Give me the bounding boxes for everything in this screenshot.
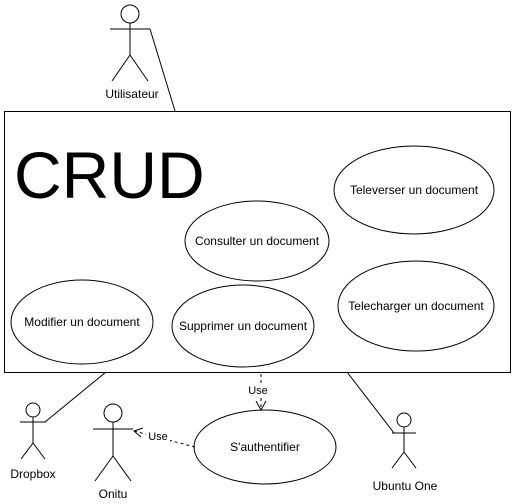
- use-case-televerser-label: Televerser un document: [350, 183, 479, 197]
- actor-utilisateur-label: Utilisateur: [105, 87, 158, 101]
- actor-utilisateur: [110, 4, 150, 82]
- dependency-onitu-label: Use: [148, 431, 168, 443]
- actor-onitu-label: Onitu: [99, 487, 128, 501]
- actor-dropbox-head: [25, 402, 41, 418]
- dependency-crud-label: Use: [248, 385, 268, 397]
- actor-onitu-head: [103, 403, 123, 423]
- association-ubuntu-one-crud: [346, 371, 395, 434]
- actor-utilisateur-head: [120, 4, 140, 24]
- association-dropbox-crud: [44, 371, 107, 423]
- use-case-consulter: Consulter un document: [184, 200, 330, 282]
- use-case-authentifier: S'authentifier: [193, 409, 337, 485]
- use-case-supprimer-label: Supprimer un document: [179, 319, 308, 333]
- use-case-authentifier-label: S'authentifier: [230, 440, 300, 454]
- actor-dropbox-label: Dropbox: [10, 467, 55, 481]
- use-case-consulter-label: Consulter un document: [195, 234, 320, 248]
- actor-ubuntu-one: [391, 412, 417, 469]
- use-case-supprimer: Supprimer un document: [171, 284, 315, 368]
- use-case-modifier: Modifier un document: [10, 279, 154, 365]
- use-case-modifier-label: Modifier un document: [24, 315, 140, 329]
- actor-ubuntu-one-head: [396, 412, 412, 428]
- use-case-telecharger: Telecharger un document: [337, 260, 495, 352]
- use-case-telecharger-label: Telecharger un document: [348, 299, 484, 313]
- system-boundary: [4, 111, 511, 373]
- actor-onitu: [93, 403, 133, 482]
- actor-dropbox: [20, 402, 46, 460]
- dependency-authentifier-onitu: Use: [133, 427, 196, 448]
- actor-ubuntu-one-label: Ubuntu One: [373, 479, 438, 493]
- association-utilisateur-crud: [149, 28, 176, 112]
- dependency-crud-authentifier: Use: [246, 374, 270, 412]
- system-title: CRUD: [14, 138, 205, 212]
- use-case-televerser: Televerser un document: [333, 145, 495, 235]
